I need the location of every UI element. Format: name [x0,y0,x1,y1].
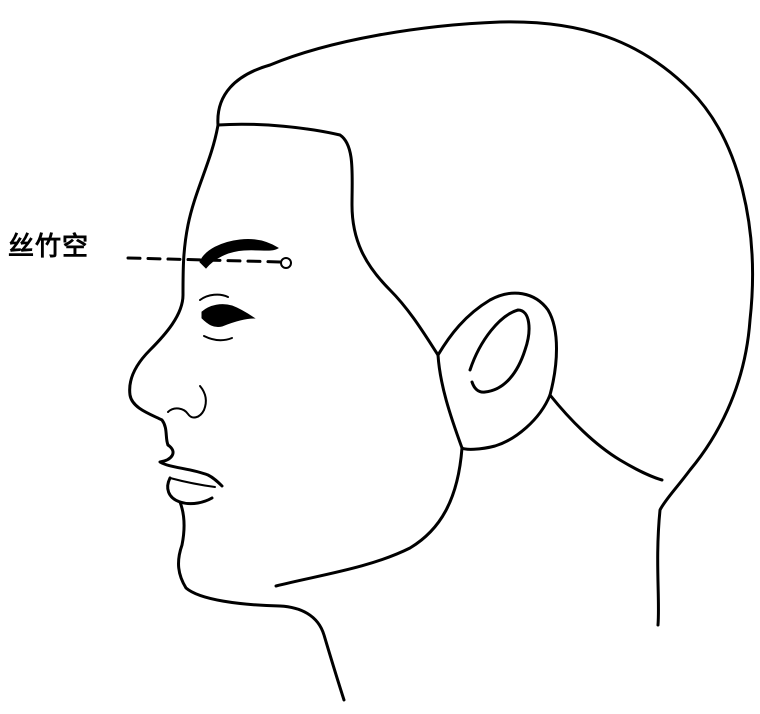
eye [201,304,256,327]
face-profile [128,123,220,447]
mouth-line [169,477,216,488]
label-leader-line [126,256,284,264]
ear-outline [436,291,558,451]
upper-eyelid [199,293,229,301]
upper-lip [158,443,224,488]
nostril [167,385,207,419]
hairline [216,122,440,357]
acupoint-marker [280,257,292,269]
cheek-contour [436,353,464,450]
skull-outline [216,20,754,627]
acupoint-label: 丝竹空 [8,232,90,262]
back-of-neck [548,393,664,482]
jaw-line [274,446,464,588]
eyebrow [199,239,279,269]
chin-and-neck [177,500,346,702]
lower-eyelid [203,335,233,342]
ear-inner-fold [468,308,531,394]
